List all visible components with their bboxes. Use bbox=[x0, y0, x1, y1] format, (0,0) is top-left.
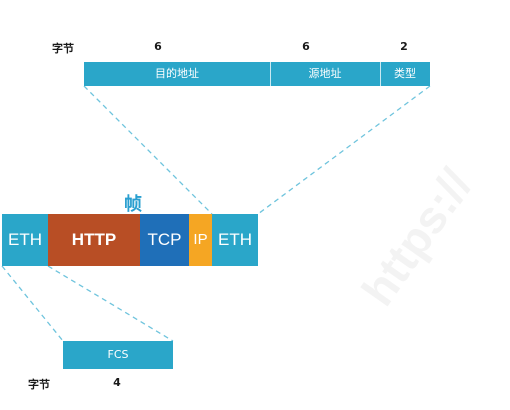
segment-eth-end: ETH bbox=[212, 214, 258, 266]
field-src-address: 源地址 bbox=[308, 67, 342, 80]
size-type: 2 bbox=[400, 40, 408, 53]
size-dest: 6 bbox=[154, 40, 162, 53]
size-src: 6 bbox=[302, 40, 310, 53]
segment-tcp: TCP bbox=[140, 214, 189, 266]
frame-title: 帧 bbox=[124, 194, 142, 215]
fcs-bar: FCS bbox=[63, 341, 173, 369]
connector-fcs-left bbox=[1, 265, 64, 342]
field-dest-address: 目的地址 bbox=[155, 67, 199, 80]
connector-header-right bbox=[257, 85, 431, 215]
size-fcs: 4 bbox=[113, 376, 121, 389]
byte-label-top: 字节 bbox=[52, 42, 74, 55]
field-type: 类型 bbox=[394, 67, 416, 80]
header-divider bbox=[380, 62, 381, 86]
header-divider bbox=[270, 62, 271, 86]
segment-eth-start: ETH bbox=[2, 214, 48, 266]
ethernet-header-bar: 目的地址 源地址 类型 bbox=[84, 62, 430, 86]
byte-label-bottom: 字节 bbox=[28, 378, 50, 391]
segment-http: HTTP bbox=[48, 214, 140, 266]
connector-fcs-right bbox=[47, 265, 174, 342]
segment-ip: IP bbox=[189, 214, 212, 266]
connector-header-left bbox=[83, 85, 213, 215]
